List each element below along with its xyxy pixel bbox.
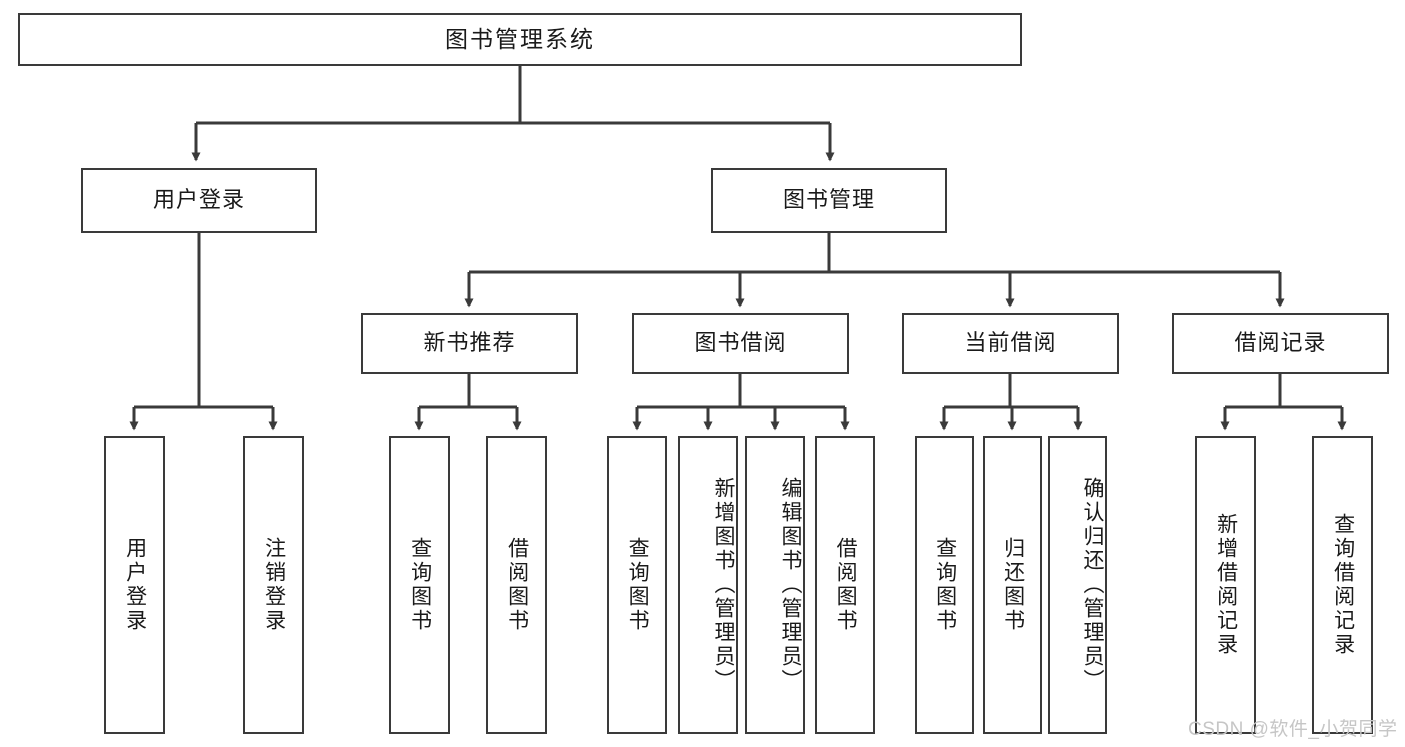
node-leaf-query-book-3-label: 查询图书: [933, 537, 957, 633]
node-leaf-add-book[interactable]: 新增图书（管理员）: [678, 436, 738, 734]
node-leaf-add-record[interactable]: 新增借阅记录: [1195, 436, 1256, 734]
node-leaf-borrow-book-2[interactable]: 借阅图书: [815, 436, 875, 734]
node-leaf-borrow-book-2-label: 借阅图书: [834, 537, 858, 633]
node-leaf-add-book-label: 新增图书（管理员）: [712, 477, 735, 693]
node-borrow-record[interactable]: 借阅记录: [1172, 313, 1389, 374]
node-user-login[interactable]: 用户登录: [81, 168, 317, 233]
node-current-borrow-label: 当前借阅: [964, 330, 1057, 356]
node-leaf-query-book-1[interactable]: 查询图书: [389, 436, 450, 734]
node-leaf-query-record-label: 查询借阅记录: [1331, 513, 1355, 657]
node-leaf-query-record[interactable]: 查询借阅记录: [1312, 436, 1373, 734]
node-new-book-rec-label: 新书推荐: [423, 330, 516, 356]
node-root[interactable]: 图书管理系统: [18, 13, 1022, 66]
node-leaf-return-book-label: 归还图书: [1001, 537, 1025, 633]
node-leaf-borrow-book-1[interactable]: 借阅图书: [486, 436, 547, 734]
node-leaf-query-book-1-label: 查询图书: [408, 537, 432, 633]
node-book-manage[interactable]: 图书管理: [711, 168, 947, 233]
node-leaf-borrow-book-1-label: 借阅图书: [505, 537, 529, 633]
node-leaf-user-logout[interactable]: 注销登录: [243, 436, 304, 734]
node-leaf-user-login-label: 用户登录: [123, 537, 147, 633]
node-leaf-query-book-3[interactable]: 查询图书: [915, 436, 974, 734]
node-leaf-add-record-label: 新增借阅记录: [1214, 513, 1238, 657]
node-leaf-edit-book[interactable]: 编辑图书（管理员）: [745, 436, 805, 734]
node-leaf-return-book[interactable]: 归还图书: [983, 436, 1042, 734]
node-user-login-label: 用户登录: [152, 187, 245, 213]
watermark: CSDN @软件_小贺同学: [1188, 719, 1398, 740]
node-book-borrow-label: 图书借阅: [694, 330, 787, 356]
node-leaf-confirm-return[interactable]: 确认归还（管理员）: [1048, 436, 1107, 734]
node-book-borrow[interactable]: 图书借阅: [632, 313, 849, 374]
node-book-manage-label: 图书管理: [782, 187, 875, 213]
node-current-borrow[interactable]: 当前借阅: [902, 313, 1119, 374]
node-leaf-query-book-2[interactable]: 查询图书: [607, 436, 667, 734]
node-leaf-user-logout-label: 注销登录: [262, 537, 286, 633]
node-borrow-record-label: 借阅记录: [1234, 330, 1327, 356]
node-leaf-query-book-2-label: 查询图书: [626, 537, 650, 633]
node-root-label: 图书管理系统: [445, 25, 595, 52]
node-leaf-confirm-return-label: 确认归还（管理员）: [1081, 477, 1104, 693]
node-leaf-user-login[interactable]: 用户登录: [104, 436, 165, 734]
node-new-book-rec[interactable]: 新书推荐: [361, 313, 578, 374]
node-leaf-edit-book-label: 编辑图书（管理员）: [779, 477, 802, 693]
